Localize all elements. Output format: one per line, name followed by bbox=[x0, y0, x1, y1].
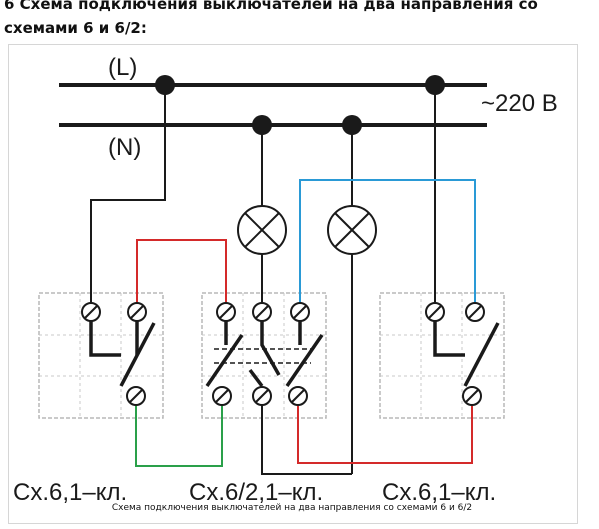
black-wires bbox=[90, 85, 436, 475]
section-heading: 6 Схема подключения выключателей на два … bbox=[4, 0, 596, 40]
voltage-label: ~220 В bbox=[481, 90, 558, 117]
heading-line-1: 6 Схема подключения выключателей на два … bbox=[4, 0, 538, 13]
scheme-label-middle: Сх.6/2,1–кл. bbox=[189, 479, 323, 506]
wiring-diagram-figure: (L) (N) ~220 В Сх.6,1–кл. Сх.6/2,1–кл. С… bbox=[8, 44, 578, 524]
junction-dots bbox=[155, 75, 445, 135]
switch-box-right bbox=[379, 292, 505, 419]
terminals bbox=[81, 302, 485, 406]
lamp-2 bbox=[327, 205, 377, 255]
scheme-label-left: Сх.6,1–кл. bbox=[13, 479, 127, 506]
switch-levers bbox=[89, 321, 500, 388]
red-wires bbox=[136, 239, 473, 464]
switch-box-middle bbox=[201, 292, 327, 419]
green-wire bbox=[135, 396, 223, 467]
blue-wires bbox=[299, 179, 476, 312]
heading-line-2: схемами 6 и 6/2: bbox=[4, 19, 147, 37]
phase-label: (L) bbox=[108, 54, 137, 81]
lamp-1 bbox=[237, 205, 287, 255]
dashed-links bbox=[214, 348, 311, 364]
wiring-diagram: (L) (N) ~220 В Сх.6,1–кл. Сх.6/2,1–кл. С… bbox=[13, 54, 558, 506]
scheme-label-right: Сх.6,1–кл. bbox=[382, 479, 496, 506]
neutral-label: (N) bbox=[108, 134, 141, 161]
figure-caption: Схема подключения выключателей на два на… bbox=[111, 503, 473, 513]
